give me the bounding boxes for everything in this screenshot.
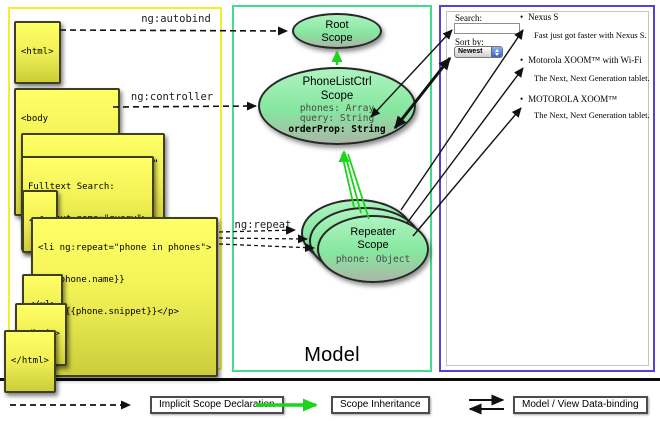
root-scope-ellipse: Root Scope <box>292 13 382 49</box>
scope-title: PhoneListCtrl <box>302 76 372 88</box>
search-label: Search: <box>455 13 482 23</box>
scope-title: Scope <box>357 239 389 252</box>
phone-name: Motorola XOOM™ with Wi-Fi <box>528 55 642 65</box>
phone-snippet: Fast just got faster with Nexus S. <box>534 30 647 40</box>
legend-divider <box>0 378 660 381</box>
ng-controller-label: ng:controller <box>130 91 214 103</box>
phone-snippet: The Next, Next Generation tablet. <box>534 73 650 83</box>
chevron-up-icon <box>495 48 499 52</box>
phone-list-item: • Nexus S <box>520 12 558 22</box>
scope-property: phones: Array <box>299 102 375 114</box>
bullet-icon: • <box>520 94 524 104</box>
legend-label-implicit-scope: Implicit Scope Declaration <box>150 396 284 414</box>
phone-list-item: • MOTOROLA XOOM™ <box>520 94 617 104</box>
scope-title: Root <box>325 19 349 31</box>
code-line: </html> <box>11 355 49 366</box>
search-input[interactable] <box>454 23 520 34</box>
code-line: <p>{{phone.snippet}}</p> <box>38 307 179 318</box>
sort-select[interactable]: Newest <box>454 46 503 58</box>
bullet-icon: • <box>520 55 524 65</box>
scope-property: orderProp: String <box>288 123 386 135</box>
code-box-html-open: <html> <box>14 21 61 84</box>
phone-name: Nexus S <box>528 12 559 22</box>
ng-autobind-label: ng:autobind <box>141 13 211 25</box>
repeater-scope-ellipse: Repeater Scope phone: Object <box>317 215 429 283</box>
scope-property: phone: Object <box>335 254 411 266</box>
scope-title: Scope <box>321 32 353 45</box>
legend-label-databinding: Model / View Data-binding <box>513 396 648 414</box>
code-line: {{phone.name}} <box>38 274 125 285</box>
sort-select-value: Newest <box>458 48 483 55</box>
phonelistctrl-scope-ellipse: PhoneListCtrl Scope phones: Array query:… <box>258 67 416 145</box>
code-box-html-close: </html> <box>4 330 56 393</box>
phone-list-item: • Motorola XOOM™ with Wi-Fi <box>520 55 642 65</box>
code-line: <body <box>21 113 49 124</box>
code-line: <li ng:repeat="phone in phones"> <box>38 242 212 253</box>
phone-snippet: The Next, Next Generation tablet. <box>534 110 650 120</box>
model-column: Model <box>232 5 432 372</box>
bullet-icon: • <box>520 12 524 22</box>
scope-title: Repeater <box>350 226 396 238</box>
legend-label-scope-inheritance: Scope Inheritance <box>331 396 430 414</box>
ng-repeat-label: ng:repeat <box>234 219 292 231</box>
select-stepper-icon[interactable] <box>491 47 502 57</box>
scope-title: Scope <box>320 89 354 102</box>
scope-property: query: String <box>299 113 375 125</box>
chevron-down-icon <box>495 52 499 56</box>
code-line: Fulltext Search: <box>28 181 115 192</box>
code-line: <html> <box>21 46 54 57</box>
model-column-label: Model <box>304 344 360 366</box>
phone-name: MOTOROLA XOOM™ <box>528 94 618 104</box>
